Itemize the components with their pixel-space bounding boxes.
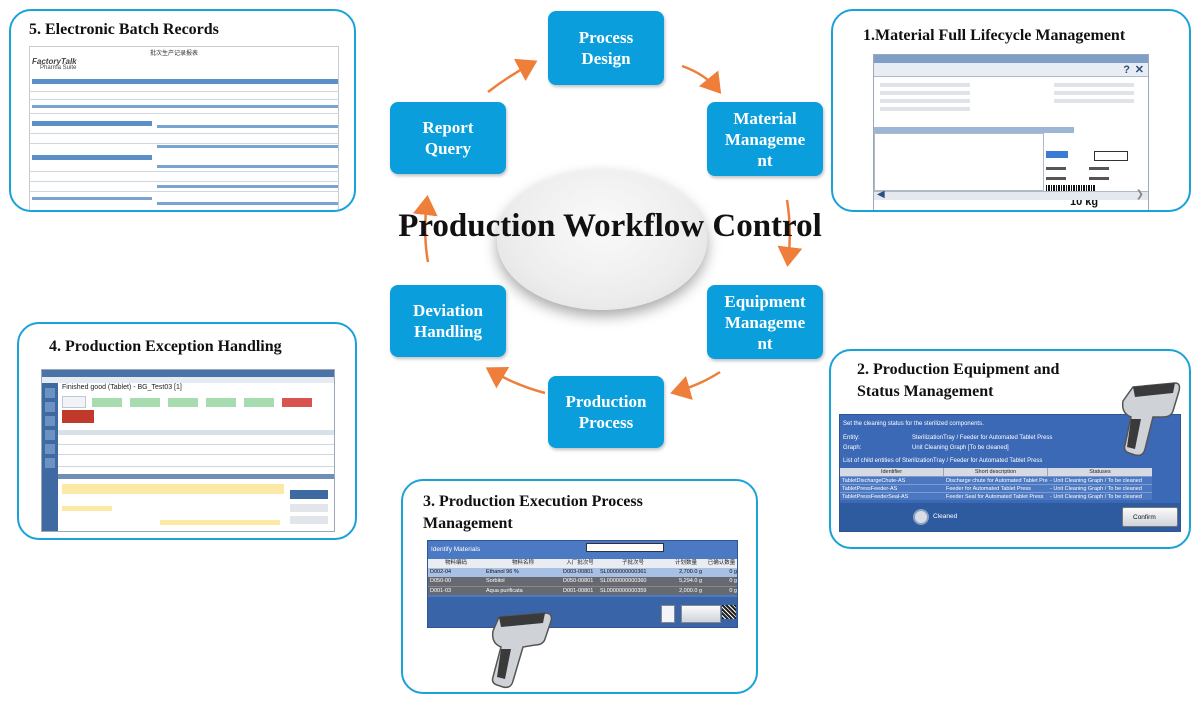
identify-materials-header: Identify Materials: [431, 546, 481, 553]
table-row[interactable]: D050-00 Sorbitol D050-00801 SL0000000000…: [428, 577, 737, 586]
list-title: List of child entities of SterilizationT…: [843, 458, 1043, 464]
column-header: 计划数量: [674, 560, 697, 566]
lock-button[interactable]: [661, 605, 675, 623]
panel-title: 1.Material Full Lifecycle Management: [863, 27, 1126, 44]
step-production-process: Production Process: [548, 376, 664, 448]
center-ellipse: [497, 170, 707, 310]
step-report-query: Report Query: [390, 102, 506, 174]
column-header: 物料名称: [511, 560, 534, 566]
confirm-button[interactable]: Confirm: [1122, 507, 1178, 527]
panel-material-lifecycle: 1.Material Full Lifecycle Management ? ✕…: [831, 9, 1191, 212]
materials-table: 物料编码 物料名称 入厂批次号 子批次号 计划数量 已确认数量 D002-04 …: [428, 559, 737, 595]
panel-electronic-batch-records: 5. Electronic Batch Records 批次生产记录报表 Fac…: [9, 9, 356, 212]
confirm-button[interactable]: [681, 605, 721, 623]
help-icon[interactable]: ?: [1123, 64, 1130, 76]
exception-screenshot: Finished good (Tablet) - BG_Test03 [1]: [41, 369, 335, 532]
barcode-scanner-icon: [1121, 382, 1181, 457]
panel-title: 4. Production Exception Handling: [49, 338, 282, 355]
column-header: 子批次号: [621, 560, 644, 566]
batch-header: Finished good (Tablet) - BG_Test03 [1]: [62, 384, 182, 391]
forward-arrow-icon[interactable]: ❯: [1135, 189, 1144, 200]
pharma-suite-logo: Pharma Suite: [40, 65, 77, 71]
column-header: Statuses: [1089, 469, 1111, 475]
table-row[interactable]: D002-04 Ethanol 96 % D003-00801 SL000000…: [428, 568, 737, 577]
panel-title-line1: 3. Production Execution Process: [423, 493, 643, 510]
cleaned-radio[interactable]: [913, 509, 929, 525]
column-header: 物料编码: [444, 560, 467, 566]
panel-equipment-status: 2. Production Equipment and Status Manag…: [829, 349, 1191, 549]
panel-execution-process: 3. Production Execution Process Manageme…: [401, 479, 758, 694]
panel-title-line2: Management: [423, 515, 513, 532]
column-header: 入厂批次号: [566, 560, 594, 566]
column-header: Identifier: [840, 468, 944, 476]
panel-exception-handling: 4. Production Exception Handling Finishe…: [17, 322, 357, 540]
graph-value: Unit Cleaning Graph [To be cleaned]: [912, 445, 1009, 451]
report-heading: 批次生产记录报表: [150, 51, 199, 57]
child-entities-table: Identifier Short description Statuses Ta…: [840, 468, 1152, 500]
table-row[interactable]: TabletPressFeeder-AS Feeder for Automate…: [840, 484, 1152, 492]
table-row[interactable]: TabletPressFeederSeal-AS Feeder Seal for…: [840, 492, 1152, 500]
panel-title-line1: 2. Production Equipment and: [857, 361, 1060, 378]
confirm-label: Confirm: [1133, 514, 1156, 521]
batch-record-screenshot: 批次生产记录报表 FactoryTalk Pharma Suite: [29, 46, 339, 210]
column-header: 已确认数量: [707, 560, 736, 566]
material-screenshot: ? ✕ 10 kg ◀ ❯: [873, 54, 1149, 210]
barcode-scanner-icon: [491, 612, 553, 689]
arrow-production-to-deviation: [485, 366, 546, 395]
step-process-design: Process Design: [548, 11, 664, 85]
column-header: Short description: [944, 468, 1048, 476]
step-material-management: Material Manageme nt: [707, 102, 823, 176]
center-title: Production Workflow Control: [398, 208, 822, 244]
back-arrow-icon[interactable]: ◀: [877, 189, 885, 200]
arrow-report-to-design: [487, 58, 538, 93]
arrow-deviation-to-report: [412, 195, 438, 263]
close-icon[interactable]: ✕: [1134, 64, 1144, 76]
barcode-input[interactable]: [586, 543, 664, 552]
table-row[interactable]: TabletDischargeChute-AS Discharge chute …: [840, 476, 1152, 484]
arrow-material-to-equipment: [777, 199, 803, 267]
instruction-text: Set the cleaning status for the steriliz…: [843, 421, 984, 427]
execution-screenshot: Identify Materials 物料编码 物料名称 入厂批次号 子批次号 …: [427, 540, 738, 628]
graph-label: Graph:: [843, 445, 862, 451]
factorytalk-logo: FactoryTalk: [32, 57, 77, 66]
entity-value: SterilizationTray / Feeder for Automated…: [912, 435, 1053, 441]
arrow-equipment-to-production: [670, 370, 721, 400]
equipment-screenshot: Set the cleaning status for the steriliz…: [839, 414, 1181, 532]
arrow-design-to-material: [681, 64, 722, 94]
step-equipment-management: Equipment Manageme nt: [707, 285, 823, 359]
step-deviation-handling: Deviation Handling: [390, 285, 506, 357]
cleaned-label: Cleaned: [933, 513, 958, 520]
panel-title-line2: Status Management: [857, 383, 994, 400]
table-row[interactable]: D001-03 Aqua purificata D001-00801 SL000…: [428, 586, 737, 595]
entity-label: Entity:: [843, 435, 860, 441]
panel-title: 5. Electronic Batch Records: [29, 21, 219, 38]
qr-code-icon: [722, 605, 736, 619]
